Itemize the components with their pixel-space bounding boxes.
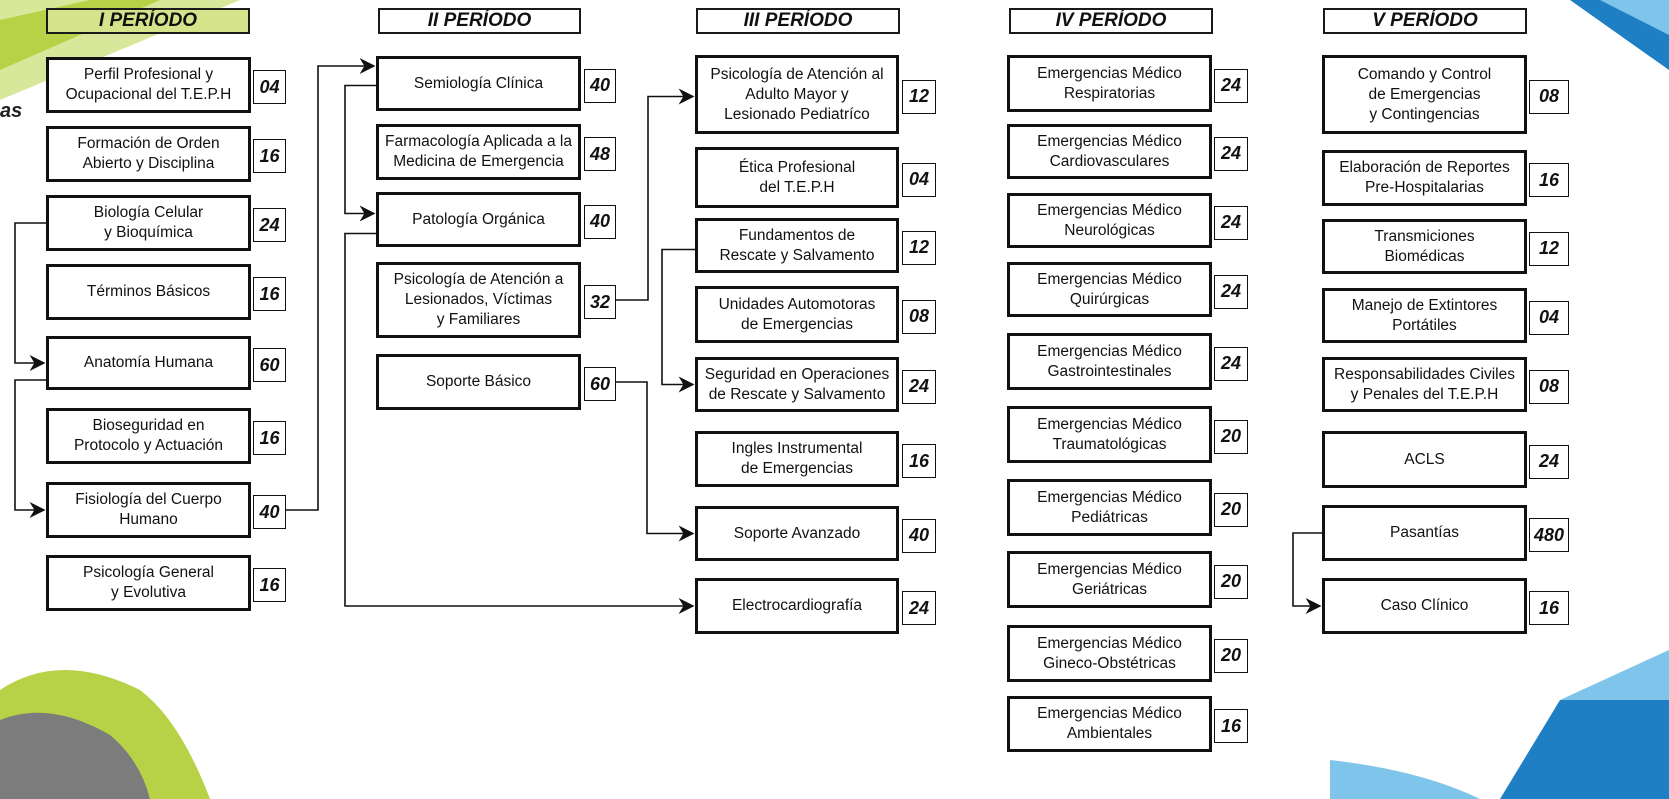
course-hours: 60 <box>253 348 286 382</box>
course-hours: 24 <box>1214 274 1248 309</box>
course-hours: 08 <box>1529 369 1569 404</box>
course-box: Responsabilidades Civiles y Penales del … <box>1322 357 1527 412</box>
course-hours: 20 <box>1214 564 1248 599</box>
course-box: Semiología Clínica <box>376 56 581 111</box>
bottom-right-blue-triangle <box>1500 700 1669 799</box>
course-hours: 04 <box>902 162 936 197</box>
course-hours: 08 <box>902 299 936 334</box>
course-box: Emergencias Médico Traumatológicas <box>1007 406 1212 463</box>
course-box: Soporte Básico <box>376 354 581 410</box>
course-box: Anatomía Humana <box>46 336 251 390</box>
course-box: Soporte Avanzado <box>695 506 899 561</box>
course-hours: 16 <box>253 568 286 602</box>
course-hours: 24 <box>1214 136 1248 171</box>
course-hours: 16 <box>253 139 286 173</box>
course-hours: 24 <box>902 591 936 625</box>
course-box: Psicología de Atención a Lesionados, Víc… <box>376 262 581 338</box>
period-header-5: V PERÍODO <box>1323 8 1527 34</box>
connector-arrow <box>344 84 376 222</box>
course-box: Emergencias Médico Gineco-Obstétricas <box>1007 625 1212 682</box>
course-hours: 16 <box>253 421 286 455</box>
course-box: Emergencias Médico Cardiovasculares <box>1007 124 1212 179</box>
course-hours: 16 <box>1529 591 1569 625</box>
course-box: Perfil Profesional y Ocupacional del T.E… <box>46 57 251 113</box>
course-box: Emergencias Médico Quirúrgicas <box>1007 262 1212 317</box>
course-hours: 480 <box>1529 518 1569 552</box>
course-hours: 16 <box>1529 163 1569 197</box>
course-hours: 12 <box>902 79 936 114</box>
course-box: Emergencias Médico Gastrointestinales <box>1007 333 1212 390</box>
connector-arrow <box>14 222 46 371</box>
course-hours: 16 <box>1214 709 1248 743</box>
course-box: Ingles Instrumental de Emergencias <box>695 431 899 487</box>
period-header-1: I PERÍODO <box>46 8 250 34</box>
connector-arrow <box>14 379 46 518</box>
course-hours: 60 <box>584 367 616 401</box>
course-box: Unidades Automotoras de Emergencias <box>695 286 899 343</box>
course-box: Caso Clínico <box>1322 578 1527 634</box>
course-box: Farmacología Aplicada a la Medicina de E… <box>376 124 581 180</box>
course-box: Seguridad en Operaciones de Rescate y Sa… <box>695 357 899 412</box>
course-hours: 40 <box>902 518 936 553</box>
bottom-right-lightblue-swoosh <box>1330 760 1480 799</box>
course-box: Transmiciones Biomédicas <box>1322 219 1527 274</box>
bottom-left-gray-swoosh <box>0 712 150 799</box>
course-hours: 12 <box>1529 231 1569 266</box>
course-hours: 24 <box>1214 68 1248 103</box>
course-hours: 04 <box>1529 300 1569 335</box>
connector-arrow <box>616 88 695 301</box>
course-hours: 16 <box>902 444 936 478</box>
course-hours: 20 <box>1214 419 1248 454</box>
course-box: Psicología de Atención al Adulto Mayor y… <box>695 55 899 134</box>
course-box: Electrocardiografía <box>695 578 899 634</box>
course-box: Fundamentos de Rescate y Salvamento <box>695 218 899 273</box>
course-box: Psicología General y Evolutiva <box>46 555 251 611</box>
course-box: Biología Celular y Bioquímica <box>46 195 251 251</box>
course-box: ACLS <box>1322 431 1527 488</box>
side-text-fragment: as <box>0 100 23 122</box>
course-hours: 24 <box>1214 346 1248 381</box>
top-right-lightblue-corner <box>1600 0 1669 35</box>
course-box: Emergencias Médico Pediátricas <box>1007 479 1212 536</box>
course-box: Emergencias Médico Geriátricas <box>1007 551 1212 608</box>
course-hours: 12 <box>902 230 936 265</box>
connector-arrow <box>616 381 695 542</box>
course-hours: 04 <box>253 70 286 104</box>
course-box: Formación de Orden Abierto y Disciplina <box>46 126 251 182</box>
connector-arrow <box>1292 532 1322 614</box>
period-header-3: III PERÍODO <box>696 8 900 34</box>
connector-arrow <box>344 232 695 614</box>
bottom-right-lightblue-triangle <box>1560 650 1669 700</box>
course-box: Emergencias Médico Respiratorias <box>1007 55 1212 112</box>
course-hours: 24 <box>1214 205 1248 240</box>
course-hours: 40 <box>253 495 286 529</box>
course-box: Manejo de Extintores Portátiles <box>1322 288 1527 343</box>
course-hours: 40 <box>584 68 616 103</box>
course-hours: 24 <box>1529 444 1569 479</box>
course-hours: 32 <box>584 285 616 319</box>
course-hours: 20 <box>1214 638 1248 673</box>
connector-arrow <box>661 248 695 393</box>
course-hours: 16 <box>253 277 286 311</box>
course-box: Elaboración de Reportes Pre-Hospitalaria… <box>1322 150 1527 206</box>
period-header-2: II PERÍODO <box>378 8 581 34</box>
course-box: Patología Orgánica <box>376 192 581 247</box>
course-box: Pasantías <box>1322 505 1527 561</box>
course-box: Emergencias Médico Neurológicas <box>1007 193 1212 248</box>
course-box: Bioseguridad en Protocolo y Actuación <box>46 408 251 464</box>
course-hours: 24 <box>253 208 286 242</box>
course-box: Fisiología del Cuerpo Humano <box>46 482 251 538</box>
course-hours: 40 <box>584 204 616 239</box>
period-header-4: IV PERÍODO <box>1009 8 1213 34</box>
connector-arrow <box>286 58 376 511</box>
course-box: Emergencias Médico Ambientales <box>1007 696 1212 752</box>
course-hours: 24 <box>902 369 936 404</box>
course-box: Términos Básicos <box>46 264 251 320</box>
course-box: Ética Profesional del T.E.P.H <box>695 147 899 208</box>
course-hours: 48 <box>584 137 616 171</box>
course-hours: 20 <box>1214 492 1248 527</box>
course-box: Comando y Control de Emergencias y Conti… <box>1322 55 1527 134</box>
course-hours: 08 <box>1529 79 1569 114</box>
